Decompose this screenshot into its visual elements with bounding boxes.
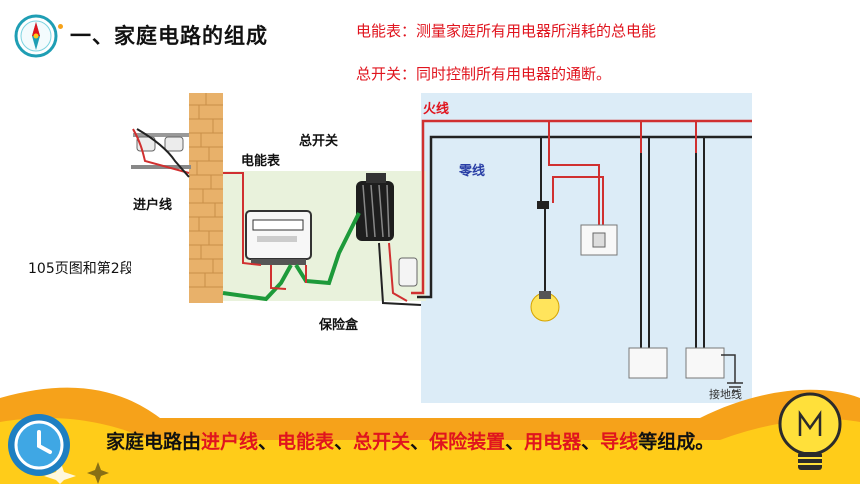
- clock-icon: [8, 414, 70, 476]
- label-ground: 接地线: [709, 387, 742, 401]
- summary-separator: 、: [410, 431, 430, 453]
- two-pin-socket: [628, 347, 668, 379]
- label-meter: 电能表: [241, 153, 281, 169]
- compass-icon: [14, 14, 58, 58]
- main-switch: [356, 173, 394, 241]
- summary-item: 保险装置: [429, 431, 506, 453]
- neutral-wire: [417, 135, 752, 299]
- summary-prefix: 家庭电路由: [106, 431, 202, 453]
- brick-wall: [189, 93, 223, 303]
- live-wire: [411, 119, 752, 295]
- insulators: [131, 133, 191, 169]
- label-live: 火线: [423, 101, 449, 117]
- lightbulb-icon: [778, 392, 842, 470]
- summary-item: 用电器: [524, 431, 582, 453]
- summary-separator: 、: [334, 431, 354, 453]
- ground-symbol: [721, 354, 743, 392]
- ceiling-lamp: [530, 201, 560, 322]
- summary-item: 总开关: [353, 431, 411, 453]
- electric-meter: [245, 210, 312, 265]
- summary-item: 导线: [600, 431, 639, 453]
- label-main-switch: 总开关: [299, 133, 338, 149]
- label-neutral: 零线: [458, 163, 485, 179]
- title-dot: [58, 24, 63, 29]
- wall-switch: [580, 224, 618, 256]
- meter-note: 电能表：测量家庭所有用电器所消耗的总电能: [356, 22, 657, 40]
- side-note: 105页图和第2段: [28, 261, 134, 277]
- three-pin-socket: [685, 347, 725, 379]
- summary-suffix: 等组成。: [638, 431, 715, 453]
- switch-note: 总开关：同时控制所有用电器的通断。: [356, 65, 612, 83]
- household-circuit-diagram: 进户线 电能表 总开关 保险盒 火线 零线 接地线: [131, 93, 752, 403]
- summary-separator: 、: [258, 431, 278, 453]
- label-service-line: 进户线: [133, 197, 172, 213]
- summary-separator: 、: [581, 431, 601, 453]
- fuse-box: [398, 257, 418, 287]
- page-title: 一、家庭电路的组成: [70, 24, 268, 48]
- summary-item: 电能表: [277, 431, 335, 453]
- label-fuse-box: 保险盒: [318, 317, 359, 333]
- bottom-decoration: [0, 387, 860, 484]
- summary-sentence: 家庭电路由进户线、电能表、总开关、保险装置、用电器、导线等组成。: [106, 427, 714, 454]
- summary-separator: 、: [505, 431, 525, 453]
- summary-item: 进户线: [201, 431, 259, 453]
